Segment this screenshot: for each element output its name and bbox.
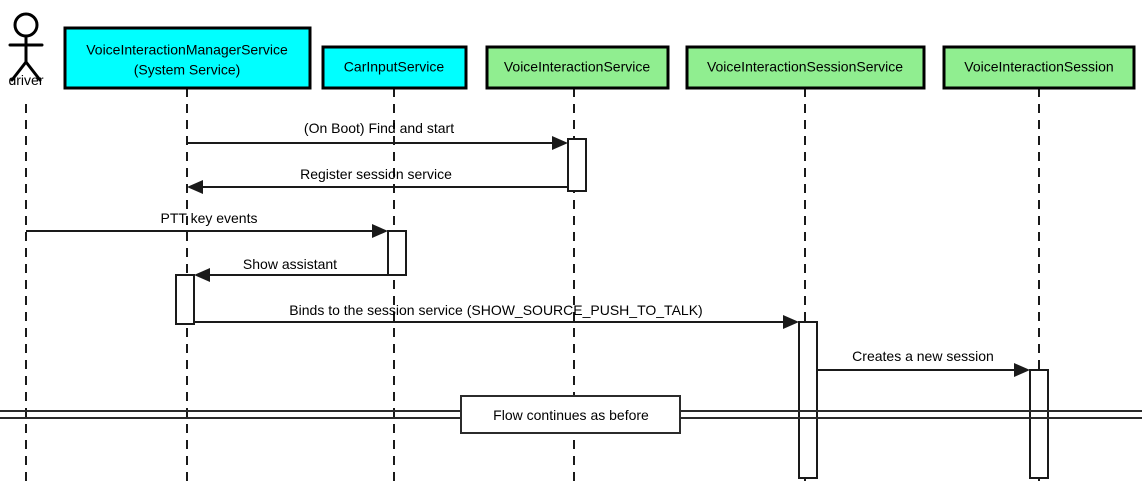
participant-label-viss: VoiceInteractionSessionService xyxy=(707,59,903,75)
participant-box-viss[interactable]: VoiceInteractionSessionService xyxy=(685,45,926,90)
message-register-session-service[interactable]: Register session service xyxy=(187,166,568,194)
message-label-binds-to-session-service: Binds to the session service (SHOW_SOURC… xyxy=(289,302,702,318)
participant-box-carinput[interactable]: CarInputService xyxy=(321,45,468,90)
message-creates-a-new-session[interactable]: Creates a new session xyxy=(817,348,1030,377)
message-label-show-assistant: Show assistant xyxy=(243,256,337,272)
message-binds-to-session-service[interactable]: Binds to the session service (SHOW_SOURC… xyxy=(194,302,799,329)
activation-bar-vis xyxy=(567,138,587,192)
participant-label-carinput: CarInputService xyxy=(344,59,445,75)
participant-label-vims-line1: VoiceInteractionManagerService xyxy=(86,42,288,58)
flow-break-note-label: Flow continues as before xyxy=(493,407,649,423)
message-show-assistant[interactable]: Show assistant xyxy=(194,256,406,282)
message-label-register-session-service: Register session service xyxy=(300,166,452,182)
message-label-on-boot-find-and-start: (On Boot) Find and start xyxy=(304,120,454,136)
participant-label-vsession: VoiceInteractionSession xyxy=(964,59,1113,75)
message-label-ptt-key-events: PTT key events xyxy=(160,210,257,226)
stick-figure-icon xyxy=(8,12,44,82)
activation-bar-vims xyxy=(175,274,195,325)
participant-box-vsession[interactable]: VoiceInteractionSession xyxy=(942,45,1136,90)
message-ptt-key-events[interactable]: PTT key events xyxy=(26,210,388,238)
participant-label-vims-line2: (System Service) xyxy=(134,62,241,78)
participant-box-vis[interactable]: VoiceInteractionService xyxy=(485,45,670,90)
activation-bar-viss xyxy=(798,321,818,479)
participant-box-vims[interactable]: VoiceInteractionManagerService (System S… xyxy=(63,26,312,90)
actor-driver-label: driver xyxy=(8,72,44,88)
flow-break-note-box xyxy=(460,395,681,434)
message-on-boot-find-and-start[interactable]: (On Boot) Find and start xyxy=(187,120,568,150)
message-label-creates-a-new-session: Creates a new session xyxy=(852,348,994,364)
activation-bar-vsession xyxy=(1029,369,1049,479)
participant-label-vis: VoiceInteractionService xyxy=(504,59,651,75)
